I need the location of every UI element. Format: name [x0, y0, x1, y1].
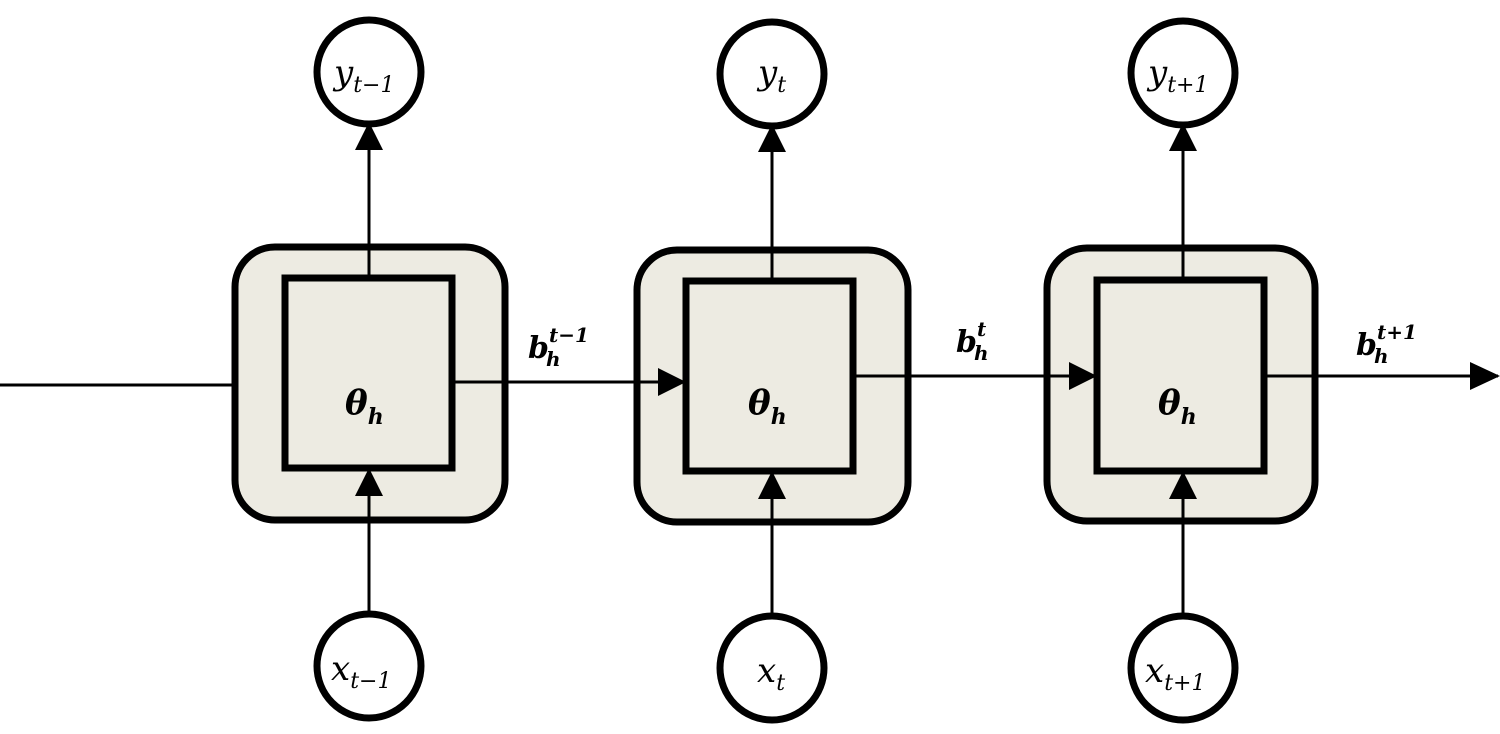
cell-param-label: θh — [345, 383, 384, 430]
output-node-3: yt+1 — [1127, 17, 1239, 129]
input-label: xt — [757, 651, 785, 696]
arrowhead-icon — [1470, 362, 1500, 390]
rnn-cell-3: θh — [1043, 244, 1319, 525]
rnn-cell-1: θh — [231, 243, 509, 524]
input-label: xt−1 — [331, 649, 391, 694]
input-node-2: xt — [716, 612, 828, 724]
cell-param-label: θh — [1158, 383, 1197, 430]
cell-inner-box — [281, 274, 456, 472]
arrowhead-icon — [1169, 471, 1197, 499]
input-node-1: xt−1 — [313, 610, 425, 722]
output-label: yt — [756, 53, 786, 98]
rnn-cell-2: θh — [633, 246, 912, 526]
cell-inner-box — [1093, 276, 1268, 475]
input-label: xt+1 — [1145, 651, 1205, 696]
arrowhead-icon — [1069, 362, 1097, 390]
cell-inner-box — [682, 277, 857, 475]
arrowhead-icon — [758, 124, 786, 152]
cell-param-label: θh — [748, 383, 787, 430]
arrowhead-icon — [1169, 123, 1197, 151]
arrowhead-icon — [758, 471, 786, 499]
arrowhead-icon — [355, 468, 383, 496]
output-node-2: yt — [716, 18, 828, 130]
output-label: yt+1 — [1146, 53, 1209, 98]
arrowhead-icon — [658, 368, 686, 396]
output-node-1: yt−1 — [313, 16, 425, 128]
arrowhead-icon — [355, 122, 383, 150]
input-node-3: xt+1 — [1127, 612, 1239, 724]
output-label: yt−1 — [332, 53, 395, 98]
